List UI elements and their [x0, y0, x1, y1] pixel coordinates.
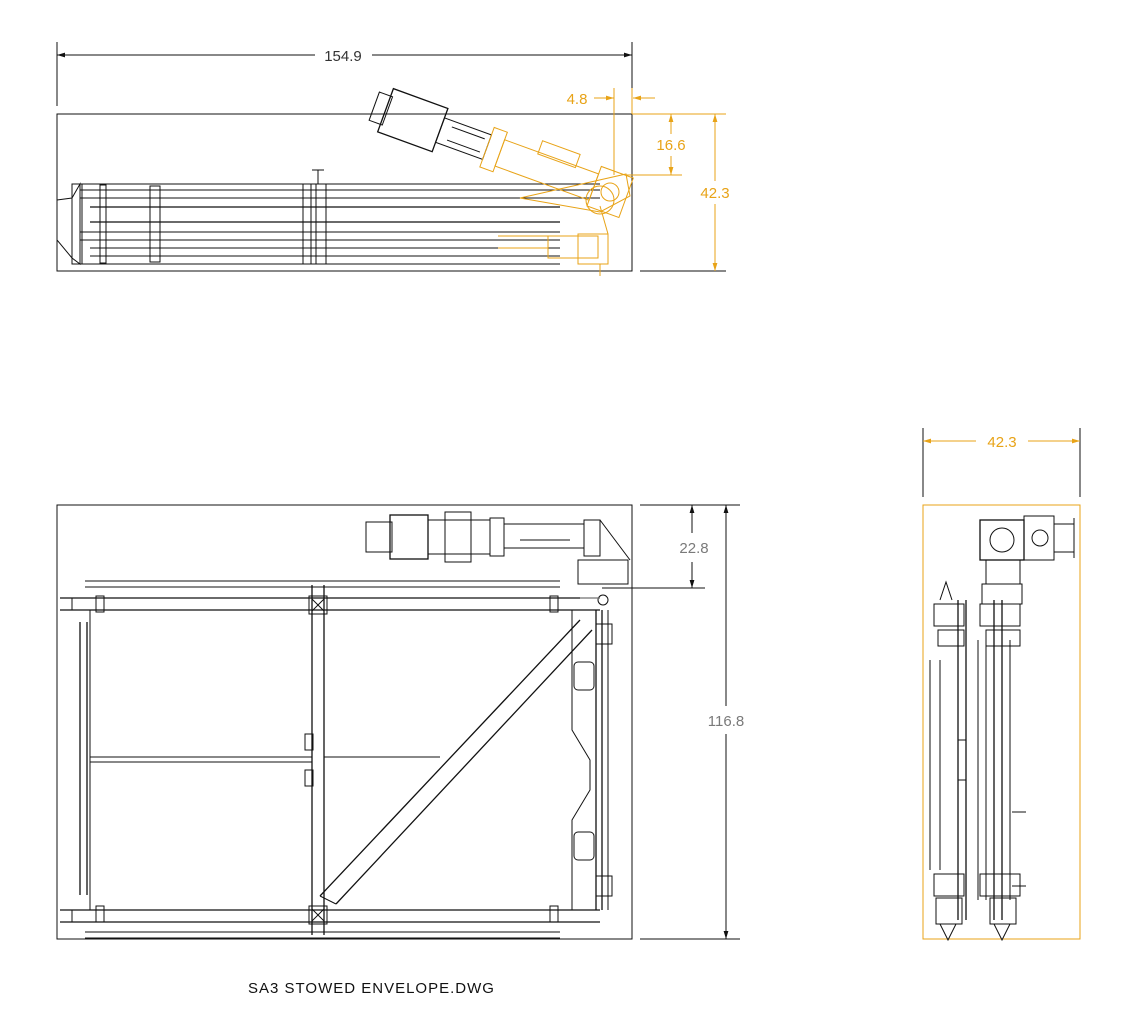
plan-arm-depth-dimension: 22.8	[602, 504, 740, 589]
end-frame	[929, 580, 1026, 942]
plan-arm-depth-label: 22.8	[679, 540, 708, 557]
side-envelope-box	[56, 113, 633, 272]
plan-stowed-arm	[365, 511, 631, 606]
side-height-label: 42.3	[700, 185, 729, 202]
end-width-dimension: 42.3	[922, 428, 1081, 497]
side-height-dimension: 42.3	[632, 113, 730, 272]
side-length-dimension: 154.9	[56, 42, 633, 106]
end-view: 42.3	[922, 428, 1081, 942]
end-arm-head	[979, 515, 1075, 605]
plan-length-label: 116.8	[708, 713, 744, 730]
side-frame	[56, 169, 609, 276]
plan-envelope-box	[56, 504, 633, 940]
side-view: 154.9 4.8 16.6 42.3	[56, 42, 730, 276]
side-length-label: 154.9	[324, 48, 362, 65]
side-stowed-arm	[368, 87, 634, 235]
side-offset-label: 4.8	[567, 91, 588, 108]
plan-frame	[60, 580, 613, 939]
drawing-title: SA3 STOWED ENVELOPE.DWG	[248, 980, 495, 997]
end-width-label: 42.3	[987, 434, 1016, 451]
side-arm-height-label: 16.6	[656, 137, 685, 154]
plan-center-clamp-bottom	[308, 905, 328, 925]
plan-center-clamp-top	[308, 595, 328, 615]
plan-length-dimension: 116.8	[640, 505, 744, 940]
plan-view: 22.8 116.8	[56, 504, 744, 940]
side-offset-dimension: 4.8	[567, 88, 655, 175]
side-arm-height-dimension: 16.6	[626, 114, 686, 176]
